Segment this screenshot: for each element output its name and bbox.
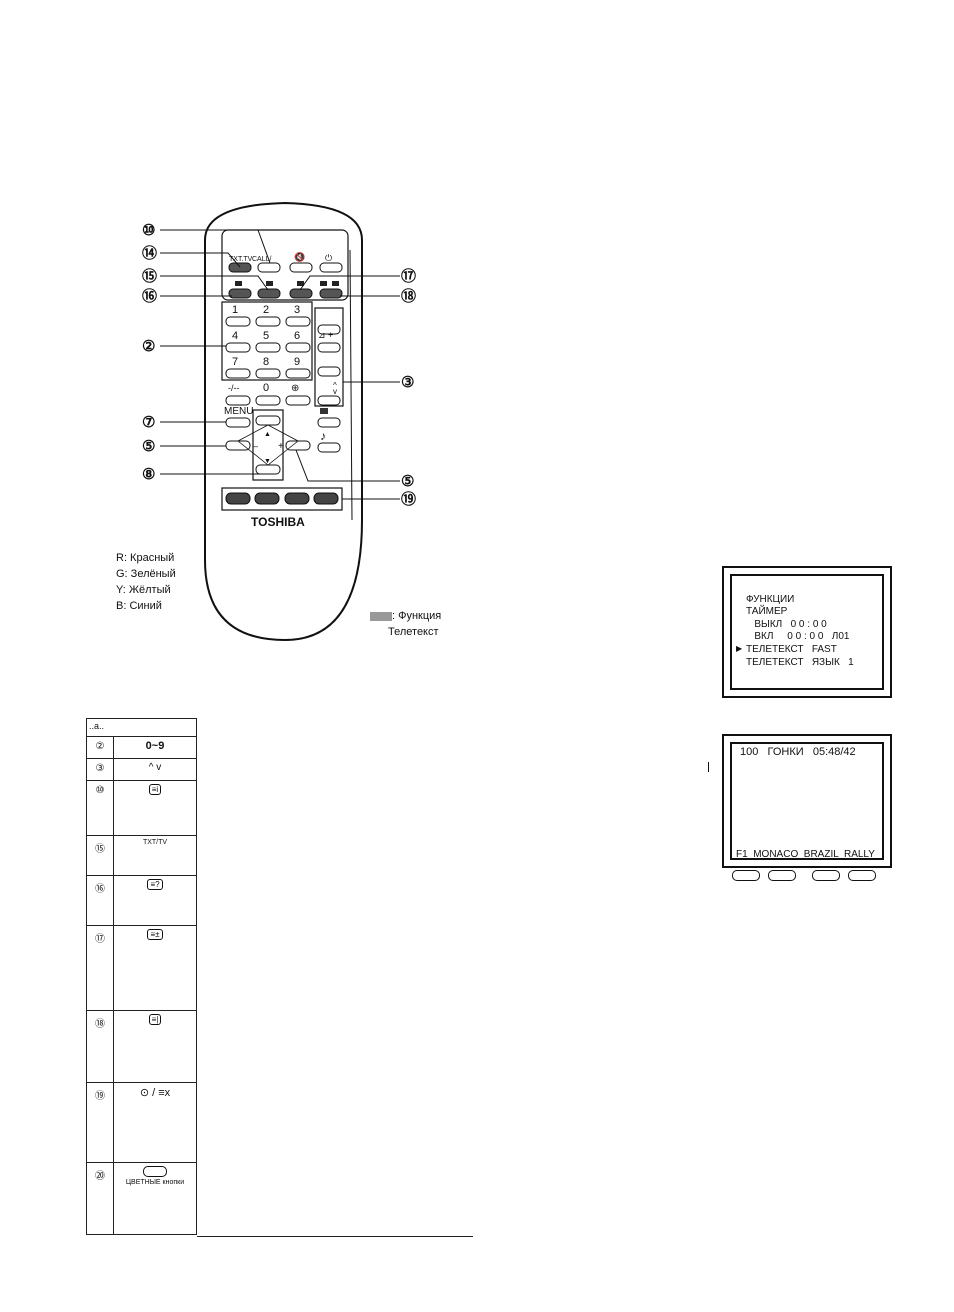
number-pad: 1 2 3 4 5 6 7 8 9: [225, 304, 311, 379]
color-legend: R: Красный G: Зелёный Y: Жёлтый B: Синий: [116, 550, 176, 614]
size-icon: ≡±: [147, 929, 163, 940]
svg-text:⊿ +: ⊿ +: [318, 330, 333, 340]
teletext-header: 100 ГОНКИ 05:48/42: [740, 746, 856, 758]
txt-tv-label: TXT.TV: [229, 256, 253, 263]
color-keys-label: ЦВЕТНЫЕ кнопки: [125, 1179, 185, 1186]
table-row: ⑲ ⊙ / ≡x: [86, 1082, 473, 1163]
osd-pointer-icon: ▶: [736, 644, 743, 653]
osd-menu-screen: ФУНКЦИИ ТАЙМЕР ВЫКЛ 0 0 : 0 0 ВКЛ 0 0 : …: [722, 566, 892, 698]
function-note-line2: Телетекст: [388, 626, 439, 638]
osd-line-2: ТАЙМЕР: [746, 606, 788, 617]
program-updown-icon: ^ v: [113, 758, 197, 781]
table-row: ⑱ ≡|: [86, 1010, 473, 1083]
txt-tv-icon: TXT/TV: [113, 835, 197, 876]
svg-text:3: 3: [294, 304, 300, 316]
table-row: ⑰ ≡±: [86, 925, 473, 1011]
osd-line-6: ТЕЛЕТЕКСТ ЯЗЫК 1: [746, 657, 854, 668]
teletext-function-note: : Функция Телетекст: [370, 608, 441, 640]
callout-2: ②: [142, 338, 155, 355]
legend-yellow: Y: Жёлтый: [116, 584, 171, 596]
power-icon: ⏻: [325, 253, 332, 263]
call-label: CALL/: [252, 256, 272, 263]
table-row: ③ ^ v: [86, 758, 473, 781]
callout-16: ⑯: [142, 287, 157, 305]
osd-line-5: ТЕЛЕТЕКСТ FAST: [746, 644, 837, 655]
svg-text:-/--: -/--: [228, 383, 240, 393]
svg-text:^: ^: [333, 381, 337, 390]
brand-logo: TOSHIBA: [251, 515, 305, 529]
callout-5b: ⑤: [401, 473, 414, 490]
svg-text:1: 1: [232, 304, 238, 316]
fastext-red-button[interactable]: [732, 870, 760, 881]
callout-8: ⑧: [142, 466, 155, 483]
legend-blue: B: Синий: [116, 600, 162, 612]
svg-text:4: 4: [232, 330, 238, 342]
callout-15: ⑮: [142, 267, 157, 285]
callout-3: ③: [401, 374, 414, 391]
svg-text:v: v: [333, 387, 337, 396]
fastext-green-button[interactable]: [768, 870, 796, 881]
mute-button: [289, 262, 313, 273]
table-row: ⑩ ≡i: [86, 780, 473, 836]
hold-icon: ≡|: [148, 1014, 162, 1025]
callout-5a: ⑤: [142, 438, 155, 455]
reveal-icon: ≡?: [147, 879, 163, 890]
function-note-line1: : Функция: [392, 610, 442, 622]
remote-diagram: TXT.TV CALL/ 🔇 ⏻ 1 2 3 4 5 6 7 8 9 ⊿ + ^…: [142, 201, 416, 642]
color-key-icon: [143, 1166, 167, 1177]
osd-line-3: ВЫКЛ 0 0 : 0 0: [746, 619, 827, 630]
table-header: ..а..: [86, 718, 197, 737]
legend-green: G: Зелёный: [116, 568, 176, 580]
svg-text:+: +: [278, 441, 284, 452]
power-button: [319, 262, 343, 273]
fastext-blue-button[interactable]: [848, 870, 876, 881]
svg-text:▼: ▼: [264, 458, 271, 465]
svg-text:2: 2: [263, 304, 269, 316]
shaded-swatch-icon: [370, 611, 392, 621]
svg-text:0: 0: [263, 382, 269, 394]
osd-line-4: ВКЛ 0 0 : 0 0 Л01: [746, 631, 850, 642]
callout-7: ⑦: [142, 414, 155, 431]
svg-text:–: –: [253, 441, 258, 451]
callout-18: ⑱: [401, 287, 416, 305]
svg-text:9: 9: [294, 356, 300, 368]
teletext-screen: 100 ГОНКИ 05:48/42 F1 MONACO BRAZIL RALL…: [722, 734, 892, 868]
callout-19: ⑲: [401, 490, 416, 508]
key-function-table: ..а.. ② 0~9 ③ ^ v ⑩ ≡i ⑮ TXT/TV ⑯ ≡? ⑰ ≡…: [86, 718, 473, 1235]
mute-icon: 🔇: [294, 251, 305, 262]
clock-cancel-icon: ⊙ / ≡x: [113, 1082, 197, 1163]
fastext-yellow-button[interactable]: [812, 870, 840, 881]
call-button: [257, 262, 281, 273]
svg-text:♪: ♪: [320, 429, 326, 443]
teletext-footer: F1 MONACO BRAZIL RALLY: [736, 849, 875, 860]
svg-text:8: 8: [263, 356, 269, 368]
table-row: ⑮ TXT/TV: [86, 835, 473, 876]
svg-text:▲: ▲: [264, 431, 271, 438]
table-row: ② 0~9: [86, 736, 473, 759]
txt-tv-button: [228, 262, 252, 273]
callout-10: ⑩: [142, 222, 155, 239]
callout-14: ⑭: [142, 244, 157, 262]
index-icon: ≡i: [148, 784, 162, 795]
svg-text:MENU: MENU: [224, 406, 253, 417]
svg-text:7: 7: [232, 356, 238, 368]
legend-red: R: Красный: [116, 552, 175, 564]
svg-text:⊕: ⊕: [291, 383, 299, 394]
osd-line-1: ФУНКЦИИ: [746, 594, 795, 605]
svg-text:5: 5: [263, 330, 269, 342]
table-row: ⑳ ЦВЕТНЫЕ кнопки: [86, 1162, 473, 1235]
callout-17: ⑰: [401, 267, 416, 285]
table-row: ⑯ ≡?: [86, 875, 473, 926]
svg-text:6: 6: [294, 330, 300, 342]
